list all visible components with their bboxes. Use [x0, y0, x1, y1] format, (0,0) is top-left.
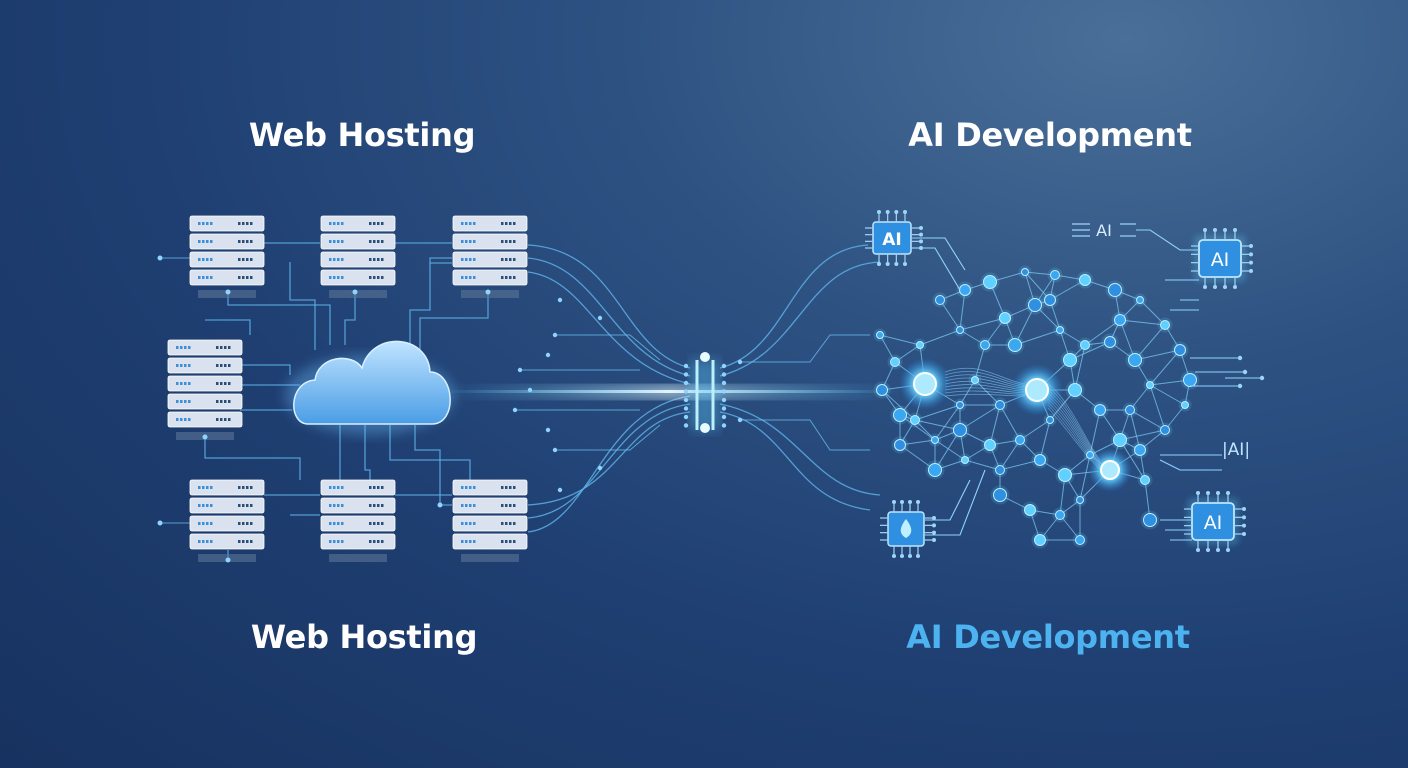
server-rack-icon	[452, 479, 528, 562]
ai-chip-bottom-right: AI	[1187, 498, 1239, 545]
server-rack-icon	[452, 215, 528, 298]
server-traces	[160, 242, 489, 560]
server-rack-icon	[167, 339, 243, 440]
cloud-icon	[285, 340, 455, 435]
server-rack-icon	[320, 479, 396, 562]
chip-pins	[865, 210, 1265, 558]
heading-ai-development-bottom: AI Development	[906, 618, 1190, 656]
water-drop-chip-icon	[887, 511, 925, 547]
chip-label: |AI|	[1222, 440, 1250, 460]
ai-chip-top-left: AI	[872, 221, 912, 255]
chip-label: AI	[1204, 512, 1223, 534]
neural-network-icon	[873, 265, 1200, 549]
connector-icon	[690, 352, 720, 433]
ai-chip-middle-right: |AI|	[1222, 440, 1250, 460]
heading-web-hosting-bottom: Web Hosting	[250, 618, 478, 656]
server-network	[157, 215, 528, 563]
connection-bridge	[440, 244, 900, 533]
server-rack-icon	[189, 215, 265, 298]
server-rack-icon	[189, 479, 265, 562]
ai-chip-top-right: AI	[1194, 235, 1246, 282]
ai-chip-top-center: AI	[1072, 221, 1136, 240]
heading-web-hosting-top: Web Hosting	[248, 116, 476, 154]
chip-label: AI	[1096, 221, 1112, 240]
chip-label: AI	[882, 230, 901, 250]
server-racks	[157, 215, 528, 563]
server-rack-icon	[320, 215, 396, 298]
chip-label: AI	[1211, 249, 1230, 271]
network-nodes	[873, 265, 1200, 549]
heading-ai-development-top: AI Development	[908, 116, 1192, 154]
connector-pins	[512, 297, 743, 493]
